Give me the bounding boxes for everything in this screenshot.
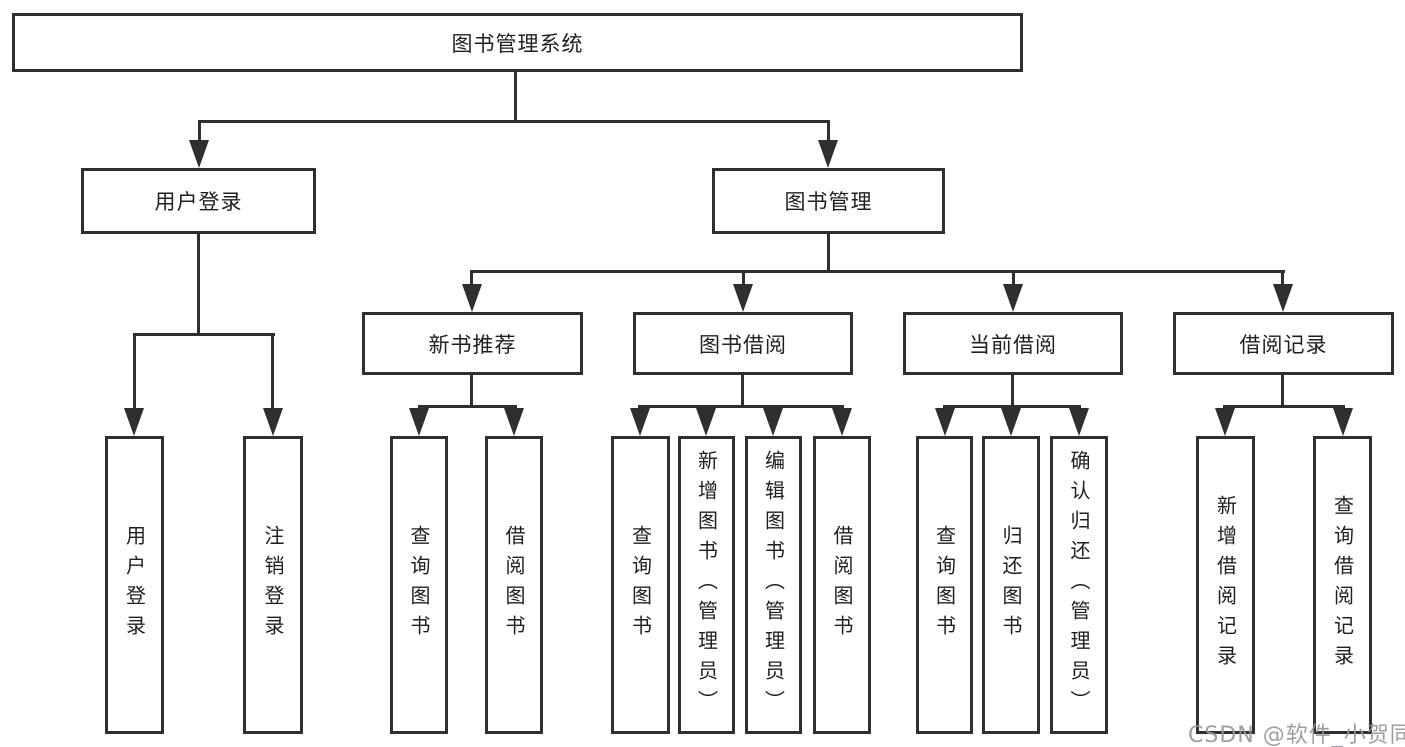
arrow-down-icon xyxy=(832,408,852,436)
leaf-user-login: 用户登录 xyxy=(105,436,164,734)
connector-book-mgmt-branch xyxy=(470,270,1285,273)
connector-leaf-drop xyxy=(133,333,136,411)
connector-leaf-drop xyxy=(271,333,274,411)
leaf-label: 归还图书 xyxy=(999,525,1023,645)
connector-l3-drop xyxy=(470,270,473,288)
leaf-query-borrow-record: 查询借阅记录 xyxy=(1313,436,1372,734)
connector-l3-drop xyxy=(1281,270,1284,288)
connector-records-branch xyxy=(1223,405,1345,408)
leaf-query-books-borrow: 查询图书 xyxy=(611,436,670,734)
leaf-add-borrow-record: 新增借阅记录 xyxy=(1196,436,1255,734)
arrow-down-icon xyxy=(696,408,716,436)
node-book-borrowing: 图书借阅 xyxy=(633,312,853,375)
leaf-query-books-current: 查询图书 xyxy=(916,436,973,734)
arrow-down-icon xyxy=(1003,284,1023,312)
arrow-down-icon xyxy=(935,408,955,436)
connector-records-stem xyxy=(1281,374,1284,408)
leaf-edit-books-admin: 编辑图书（管理员） xyxy=(745,436,802,734)
connector-user-login-drop xyxy=(198,120,201,144)
connector-current-branch xyxy=(943,405,1081,408)
leaf-label: 新增借阅记录 xyxy=(1213,495,1238,675)
connector-current-stem xyxy=(1011,374,1014,408)
arrow-down-icon xyxy=(763,408,783,436)
arrow-down-icon xyxy=(263,408,283,436)
node-current-borrowing: 当前借阅 xyxy=(903,312,1123,375)
arrow-down-icon xyxy=(818,140,838,168)
leaf-label: 借阅图书 xyxy=(502,525,526,645)
leaf-label: 新增图书（管理员） xyxy=(694,450,719,720)
connector-root-stem xyxy=(514,71,517,121)
connector-l3-drop xyxy=(1012,270,1015,288)
node-book-management: 图书管理 xyxy=(712,168,945,234)
leaf-confirm-return-admin: 确认归还（管理员） xyxy=(1050,436,1108,734)
arrow-down-icon xyxy=(462,284,482,312)
connector-recommend-branch xyxy=(418,405,517,408)
arrow-down-icon xyxy=(124,408,144,436)
arrow-down-icon xyxy=(409,408,429,436)
leaf-label: 查询图书 xyxy=(407,525,431,645)
arrow-down-icon xyxy=(630,408,650,436)
arrow-down-icon xyxy=(504,408,524,436)
arrow-down-icon xyxy=(1001,408,1021,436)
leaf-label: 确认归还（管理员） xyxy=(1067,450,1091,720)
arrow-down-icon xyxy=(1215,408,1235,436)
leaf-label: 用户登录 xyxy=(122,525,147,645)
connector-user-login-stem xyxy=(197,233,200,336)
node-borrowing-records: 借阅记录 xyxy=(1173,312,1394,375)
leaf-query-books-recommend: 查询图书 xyxy=(390,436,448,734)
leaf-label: 查询图书 xyxy=(628,525,653,645)
arrow-down-icon xyxy=(189,140,209,168)
connector-borrowing-branch xyxy=(638,405,844,408)
arrow-down-icon xyxy=(1069,408,1089,436)
leaf-return-books: 归还图书 xyxy=(982,436,1040,734)
node-user-login: 用户登录 xyxy=(81,168,316,234)
node-library-management-system: 图书管理系统 xyxy=(12,13,1023,72)
arrow-down-icon xyxy=(1333,408,1353,436)
connector-l3-drop xyxy=(742,270,745,288)
arrow-down-icon xyxy=(733,284,753,312)
connector-borrowing-stem xyxy=(741,374,744,408)
leaf-add-books-admin: 新增图书（管理员） xyxy=(678,436,735,734)
csdn-watermark: CSDN @软件_小贺同学 xyxy=(1188,723,1405,747)
leaf-logout: 注销登录 xyxy=(243,436,303,734)
leaf-label: 查询借阅记录 xyxy=(1330,495,1355,675)
connector-user-login-branch xyxy=(133,333,275,336)
node-new-book-recommendation: 新书推荐 xyxy=(362,312,583,375)
leaf-label: 编辑图书（管理员） xyxy=(761,450,786,720)
leaf-label: 注销登录 xyxy=(261,525,285,645)
leaf-label: 借阅图书 xyxy=(830,525,854,645)
connector-book-mgmt-drop xyxy=(827,120,830,144)
connector-book-mgmt-stem xyxy=(827,233,830,273)
leaf-borrow-books: 借阅图书 xyxy=(813,436,871,734)
leaf-borrow-books-recommend: 借阅图书 xyxy=(485,436,543,734)
connector-recommend-stem xyxy=(470,374,473,408)
arrow-down-icon xyxy=(1273,284,1293,312)
connector-root-branch xyxy=(198,120,830,123)
leaf-label: 查询图书 xyxy=(932,525,957,645)
